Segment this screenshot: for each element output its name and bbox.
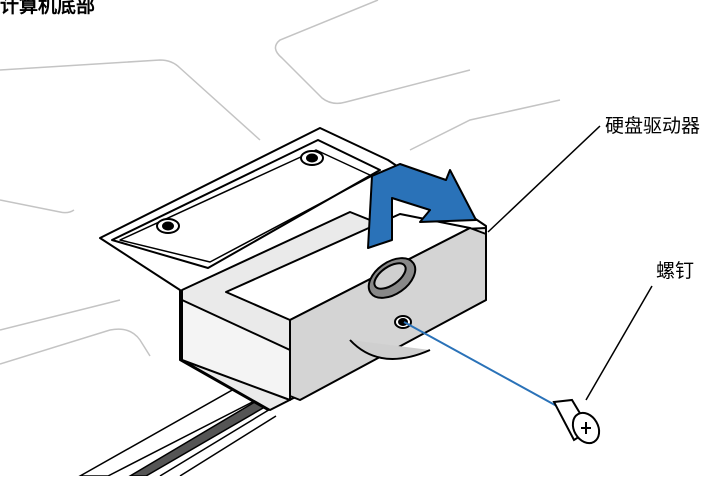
screw-label: 螺钉 [656, 262, 694, 281]
hard-drive-leader-line [488, 126, 600, 232]
screw-leader-line [586, 286, 652, 400]
hard-drive-label: 硬盘驱动器 [605, 117, 700, 136]
figure-title: 计算机底部 [0, 0, 95, 16]
screw-part [554, 400, 604, 448]
screw-guide-line [404, 322, 564, 410]
